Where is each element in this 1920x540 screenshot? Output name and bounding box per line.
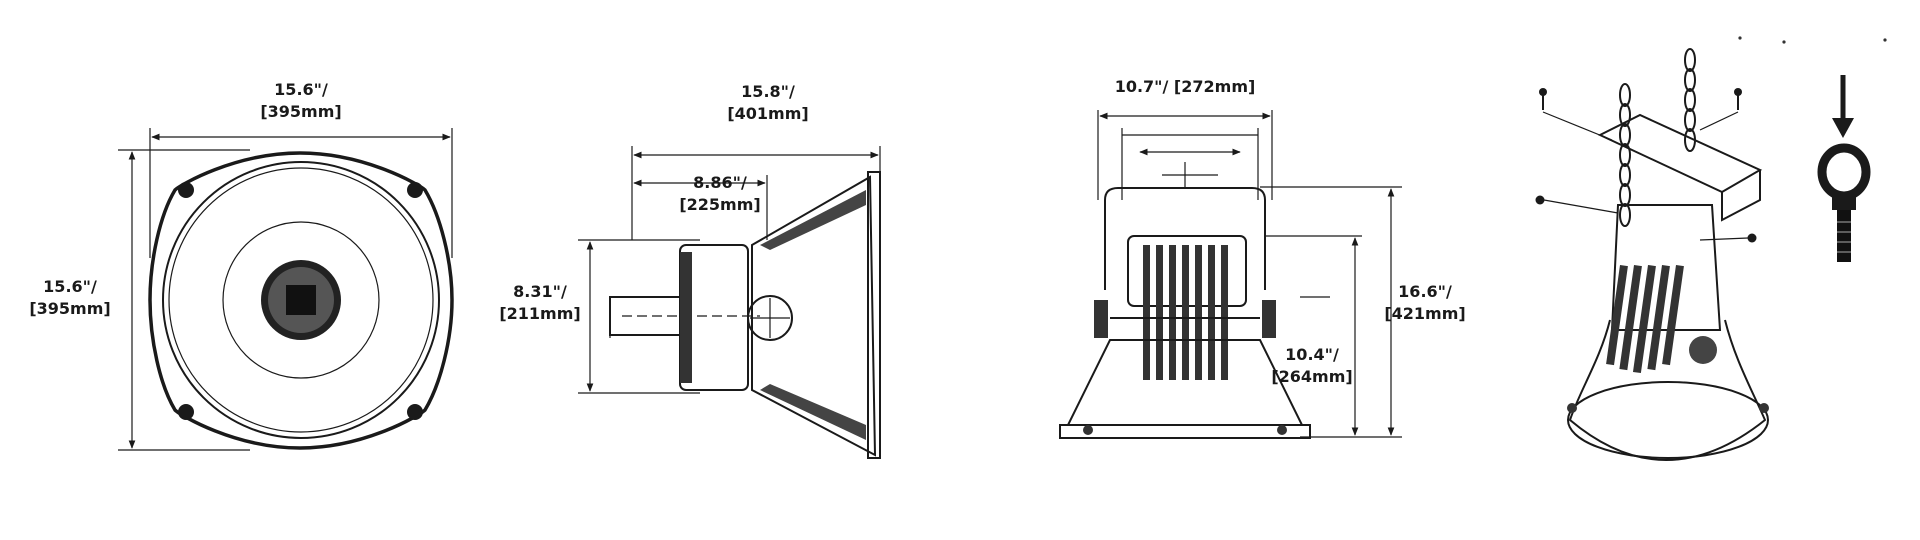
mount-lug xyxy=(178,182,194,198)
eyebolt-icon xyxy=(1817,143,1871,262)
chain xyxy=(1619,48,1696,227)
yoke-knob-right xyxy=(1262,300,1276,338)
strut-channel-side xyxy=(1721,170,1761,222)
bolt-head xyxy=(1539,88,1547,96)
speck xyxy=(1883,38,1887,42)
base-bolt xyxy=(1083,425,1093,435)
side-driver-height-in: 8.31"/ xyxy=(513,282,567,301)
heat-sink xyxy=(1143,245,1228,380)
rear-mount-height-in: 10.4"/ xyxy=(1285,345,1339,364)
rear-height-in: 16.6"/ xyxy=(1398,282,1452,301)
speck xyxy=(1782,40,1786,44)
leader-line xyxy=(1699,111,1739,131)
rear-width: 10.7"/ [272mm] xyxy=(1115,77,1256,96)
perspective-heat-sink xyxy=(1606,264,1684,374)
speck xyxy=(1738,36,1742,40)
mounting-view xyxy=(1535,36,1887,461)
callout-dot xyxy=(1747,233,1757,243)
perspective-knob xyxy=(1689,336,1717,364)
mount-lug xyxy=(407,404,423,420)
leader-line xyxy=(1699,237,1749,241)
rim-lug xyxy=(1759,403,1769,413)
yoke-knob-left xyxy=(1094,300,1108,338)
perspective-driver xyxy=(1610,204,1722,331)
driver-fins xyxy=(680,252,692,383)
front-housing-outline xyxy=(148,151,454,450)
front-height-in: 15.6"/ xyxy=(43,277,97,296)
rear-view: 10.7"/ [272mm] 16.6"/ [421mm] 10.4"/ [26… xyxy=(1059,77,1466,439)
led-chip xyxy=(286,285,316,315)
rear-height-mm: [421mm] xyxy=(1384,304,1465,323)
rear-base-plate xyxy=(1059,424,1311,439)
front-outer-ring xyxy=(162,161,440,439)
reflector-shade-bottom xyxy=(760,384,866,440)
side-view: 15.8"/ [401mm] 8.86"/ [225mm] 8.31"/ [21… xyxy=(499,82,881,459)
down-arrow-icon xyxy=(1832,75,1854,138)
front-width-in: 15.6"/ xyxy=(274,80,328,99)
leader-line xyxy=(1543,199,1619,214)
front-height-mm: [395mm] xyxy=(29,299,110,318)
perspective-lens-rim xyxy=(1567,381,1769,459)
front-width-mm: [395mm] xyxy=(260,102,341,121)
lens-face xyxy=(867,171,881,459)
yoke-bracket xyxy=(1104,187,1266,290)
side-depth-in: 15.8"/ xyxy=(741,82,795,101)
rim-lug xyxy=(1567,403,1577,413)
front-view: 15.6"/ [395mm] 15.6"/ [395mm] xyxy=(29,80,454,451)
reflector-shade-top xyxy=(760,190,866,250)
front-inner-ring xyxy=(222,221,380,379)
mount-lug xyxy=(407,182,423,198)
leader-line xyxy=(1542,111,1613,141)
mount-lug xyxy=(178,404,194,420)
side-depth-mm: [401mm] xyxy=(727,104,808,123)
rear-mount-height-mm: [264mm] xyxy=(1271,367,1352,386)
bolt-head xyxy=(1734,88,1742,96)
reflector-body xyxy=(751,175,877,457)
base-bolt xyxy=(1277,425,1287,435)
side-driver-height-mm: [211mm] xyxy=(499,304,580,323)
pivot-knuckle xyxy=(747,295,793,341)
front-rim xyxy=(168,167,434,433)
side-driver-depth-in: 8.86"/ xyxy=(693,173,747,192)
side-driver-depth-mm: [225mm] xyxy=(679,195,760,214)
perspective-reflector xyxy=(1568,319,1767,461)
callout-dot xyxy=(1535,195,1545,205)
